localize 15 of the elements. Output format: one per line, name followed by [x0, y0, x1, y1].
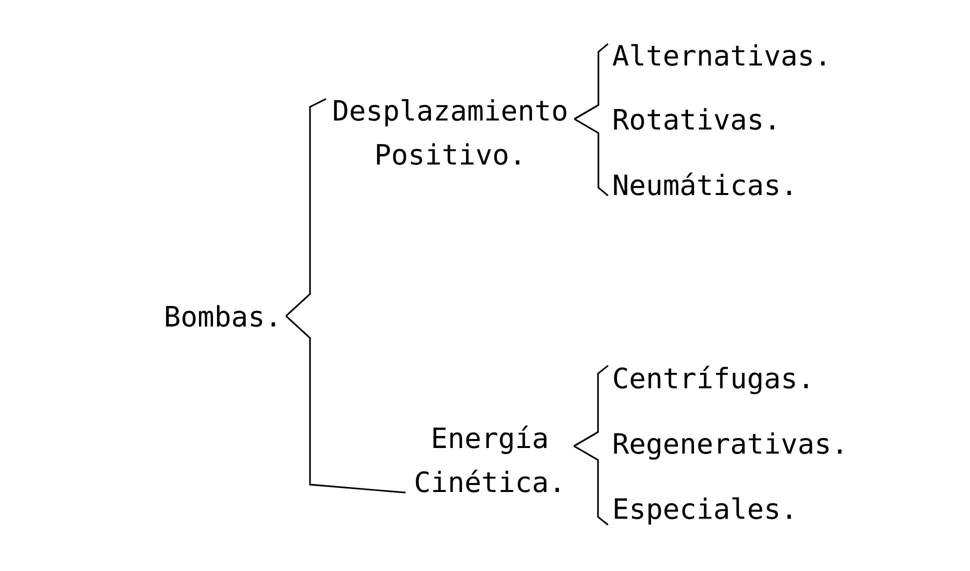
brace-part — [574, 104, 599, 120]
brace-part — [574, 118, 609, 196]
item-text: Especiales. — [614, 497, 791, 525]
item-text: Rotativas. — [614, 108, 774, 130]
category-text: Desplazamiento Positivo. — [334, 99, 566, 165]
item-text: Neumáticas. — [614, 172, 791, 196]
brace-part — [285, 315, 406, 494]
brace-part — [574, 431, 598, 447]
item-text: Centrífugas. — [614, 366, 808, 394]
heading-text: Bombas. — [166, 305, 276, 327]
brace — [285, 98, 326, 317]
item-text: Regenerativas. — [614, 432, 842, 460]
category-text: Energía Cinética. — [416, 426, 559, 492]
brace-part — [574, 445, 608, 526]
item-text: Alternativas. — [612, 44, 825, 66]
